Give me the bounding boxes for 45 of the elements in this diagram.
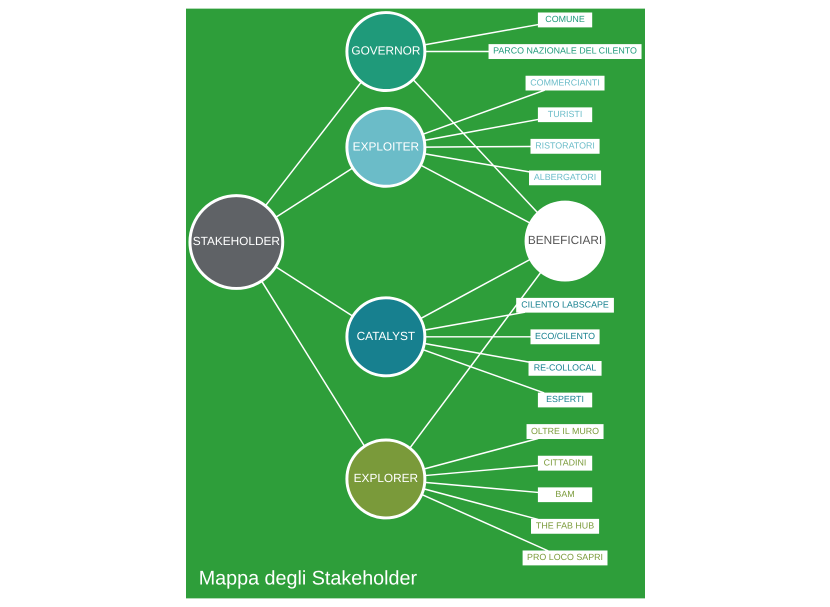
- connector: [412, 79, 538, 214]
- connector: [264, 82, 362, 206]
- connector: [424, 118, 538, 142]
- node-box: BAM: [537, 487, 592, 502]
- connector: [260, 280, 365, 447]
- node-circle: BENEFICIARI: [524, 200, 606, 282]
- connector: [423, 488, 538, 520]
- node-box: ESPERTI: [537, 392, 592, 408]
- node-box: CILENTO LABSCAPE: [516, 298, 614, 313]
- connector: [422, 348, 544, 394]
- connector: [424, 50, 488, 52]
- node-circle: EXPLOITER: [344, 106, 426, 188]
- connector: [424, 342, 529, 363]
- node-box: PRO LOCO SAPRI: [522, 550, 607, 566]
- node-circle: EXPLORER: [344, 438, 426, 520]
- node-box: COMUNE: [537, 12, 592, 28]
- connector: [274, 266, 353, 317]
- node-box: OLTRE IL MURO: [526, 424, 604, 439]
- connector: [424, 336, 530, 338]
- node-box: THE FAB HUB: [530, 518, 599, 534]
- connector: [423, 438, 538, 470]
- connector: [424, 464, 538, 476]
- node-box: TURISTI: [537, 107, 592, 122]
- connector: [424, 24, 538, 46]
- node-box: CITTADINI: [537, 456, 592, 471]
- caption: Mappa degli Stakeholder: [198, 568, 417, 590]
- connector: [422, 89, 544, 135]
- connector: [424, 153, 529, 173]
- node-box: COMMERCIANTI: [525, 76, 604, 91]
- node-box: RISTORATORI: [530, 138, 600, 154]
- node-box: ECO/CILENTO: [530, 329, 600, 344]
- node-box: PARCO NAZIONALE DEL CILENTO: [488, 44, 642, 59]
- connector: [408, 272, 541, 448]
- connector: [420, 258, 530, 320]
- connector: [424, 146, 530, 148]
- connector: [420, 164, 530, 224]
- connector: [274, 167, 353, 218]
- node-box: RE-COLLOCAL: [528, 361, 602, 376]
- node-circle: STAKEHOLDER: [188, 194, 284, 290]
- node-circle: GOVERNOR: [344, 11, 426, 92]
- node-box: ALBERGATORI: [528, 170, 601, 186]
- connector: [424, 482, 538, 494]
- node-circle: CATALYST: [344, 296, 426, 378]
- connector: [424, 311, 525, 331]
- connector: [421, 494, 548, 552]
